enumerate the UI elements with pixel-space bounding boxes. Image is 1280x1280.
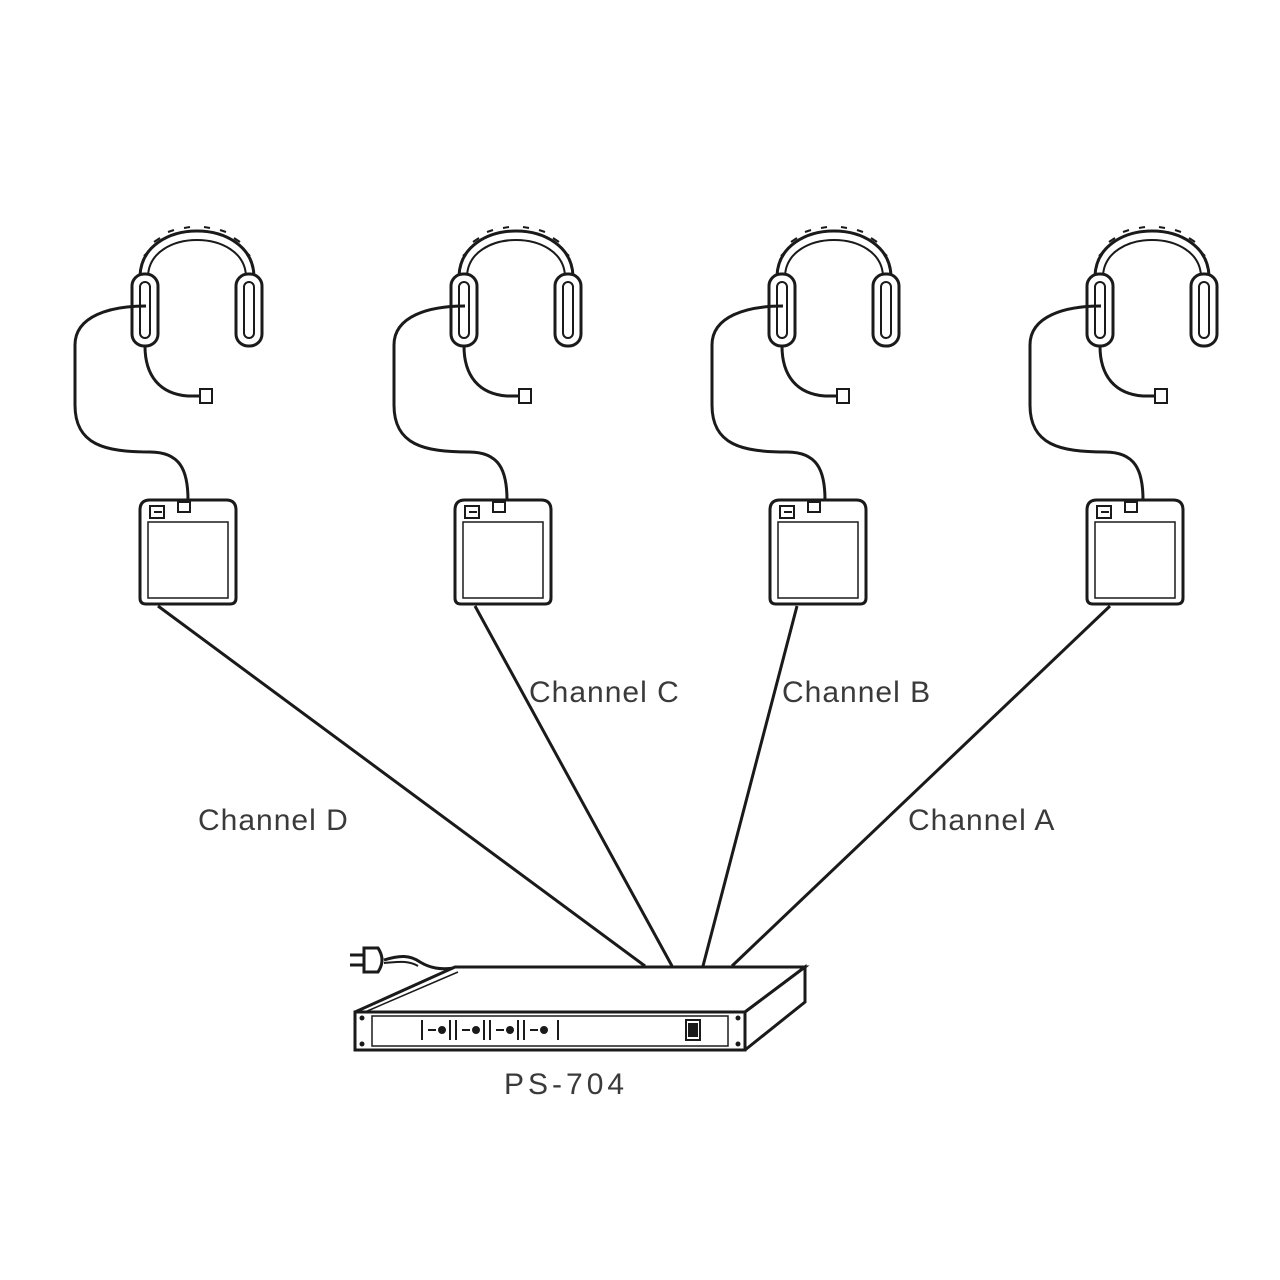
headset-cable-d [73, 304, 190, 501]
channel-d-line [157, 604, 646, 968]
channel-a-label: Channel A [908, 804, 1056, 837]
headset-c-icon [449, 225, 583, 405]
channel-a-line [730, 604, 1112, 968]
beltpack-b [768, 498, 868, 606]
power-plug-icon [350, 946, 456, 974]
beltpack-c [453, 498, 553, 606]
headset-cable-b [710, 304, 827, 501]
headset-a-icon [1085, 225, 1219, 405]
headset-b-icon [767, 225, 901, 405]
channel-b-label: Channel B [782, 676, 932, 709]
headset-cable-c [392, 304, 509, 501]
base-station-ps704 [353, 964, 810, 1052]
channel-c-line [473, 605, 674, 967]
beltpack-a [1085, 498, 1185, 606]
channel-c-label: Channel C [529, 676, 680, 709]
headset-d-icon [130, 225, 264, 405]
beltpack-d [138, 498, 238, 606]
headset-cable-a [1028, 304, 1145, 501]
base-station-model-label: PS-704 [504, 1068, 629, 1101]
channel-d-label: Channel D [198, 804, 349, 837]
channel-b-line [701, 605, 799, 967]
